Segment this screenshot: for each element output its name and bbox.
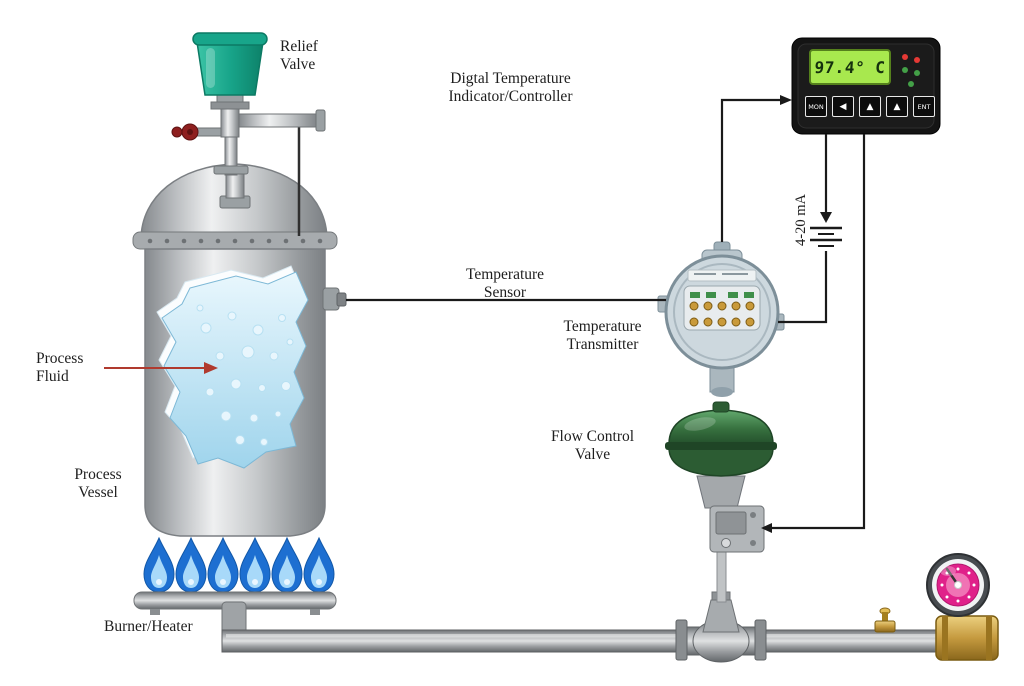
- relief-valve-graphic: [171, 32, 326, 176]
- controller-button-enter: ENT: [913, 96, 935, 117]
- temperature-transmitter-label: Temperature Transmitter: [563, 318, 642, 353]
- controller-button-up2: ▲: [886, 96, 908, 117]
- relief-valve-label: Relief Valve: [280, 38, 318, 73]
- burner-flames: [143, 536, 335, 593]
- signal-range-label: 4-20 mA: [793, 194, 809, 246]
- transmitter-to-controller-wire: [720, 98, 780, 242]
- temperature-transmitter-graphic: [657, 241, 785, 397]
- fluid-bubbles: [196, 304, 294, 446]
- controller-leds: [902, 54, 920, 87]
- process-vessel-label: Process Vessel: [74, 466, 122, 501]
- controller-lcd: [809, 49, 891, 85]
- process-fluid-arrow: [104, 362, 218, 374]
- burner-heater-label: Burner/Heater: [104, 618, 193, 635]
- flow-control-valve-graphic: [665, 401, 777, 663]
- process-fluid-label: Process Fluid: [36, 350, 84, 385]
- controller-label: Digtal Temperature Indicator/Controller: [448, 70, 573, 105]
- controller-button-mon: MON: [805, 96, 827, 117]
- controller-to-valve-wire: [772, 134, 866, 530]
- burner-bar: [133, 591, 337, 615]
- temperature-sensor-label: Temperature Sensor: [465, 266, 545, 301]
- controller-button-up1: ▲: [859, 96, 881, 117]
- flow-control-valve-label: Flow Control Valve: [550, 428, 635, 463]
- controller-display: 97.4° C: [813, 57, 887, 77]
- controller-button-left: ◀: [832, 96, 854, 117]
- signal-wires: [346, 98, 866, 530]
- controller-buttons: MON ◀ ▲ ▲ ENT: [805, 96, 935, 117]
- drain-valve-graphic: [874, 607, 896, 633]
- wire-arrowheads: [761, 95, 832, 533]
- battery-to-transmitter-wire: [778, 251, 828, 324]
- battery-symbol: [810, 226, 842, 247]
- process-fluid-graphic: [156, 265, 309, 469]
- pressure-gauge-graphic: [926, 553, 990, 617]
